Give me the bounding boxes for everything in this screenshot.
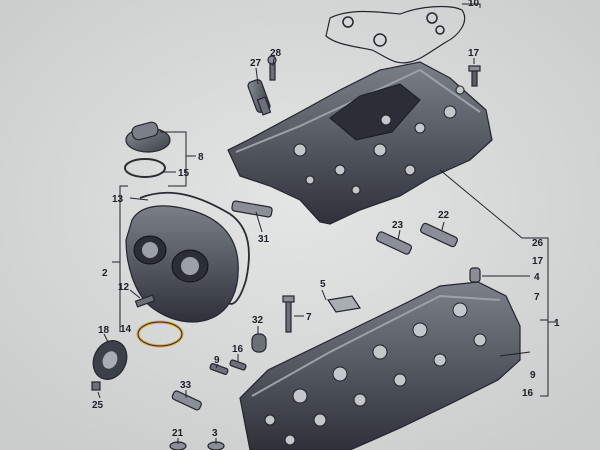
gasket-10 [325, 5, 466, 64]
label-5: 5 [320, 279, 326, 290]
bolt-12 [134, 294, 156, 308]
label-4: 4 [534, 272, 540, 283]
part-4 [469, 267, 481, 283]
part-32 [251, 333, 267, 353]
label-13: 13 [112, 194, 124, 205]
label-14: 14 [120, 324, 132, 335]
part-5 [326, 295, 362, 313]
cylinder-head [239, 281, 521, 450]
label-8: 8 [198, 152, 204, 163]
label-21: 21 [172, 428, 184, 439]
part-23 [375, 231, 413, 255]
part-16-upper [229, 359, 247, 371]
label-26: 26 [532, 238, 544, 249]
sensor-27 [247, 79, 272, 116]
part-18 [92, 340, 128, 380]
label-9-left: 9 [214, 355, 220, 366]
label-16-right: 16 [522, 388, 534, 399]
label-2: 2 [102, 268, 108, 279]
part-22 [420, 222, 458, 248]
label-10: 10 [468, 0, 480, 9]
label-7-right: 7 [534, 292, 540, 303]
label-16-left: 16 [232, 344, 244, 355]
label-22: 22 [438, 210, 450, 221]
label-28: 28 [270, 48, 282, 59]
label-7-mid: 7 [306, 312, 312, 323]
label-32: 32 [252, 315, 264, 326]
seal-ring-15 [124, 158, 166, 178]
bolt-7 [282, 295, 295, 333]
label-15: 15 [178, 168, 190, 179]
part-labels: 10 27 28 17 8 15 13 31 23 22 26 17 4 7 2… [92, 0, 560, 439]
label-17-right: 17 [532, 256, 544, 267]
label-18: 18 [98, 325, 110, 336]
camshaft-housing [227, 61, 493, 225]
gasket-13 [139, 191, 250, 305]
label-23: 23 [392, 220, 404, 231]
label-9-right: 9 [530, 370, 536, 381]
label-17-top: 17 [468, 48, 480, 59]
screw-25 [91, 381, 101, 391]
label-31: 31 [258, 234, 270, 245]
part-9-upper [209, 363, 229, 375]
label-12: 12 [118, 282, 130, 293]
screw-17-top [468, 65, 481, 87]
oil-filler-cap [125, 121, 171, 153]
label-27: 27 [250, 58, 262, 69]
label-3: 3 [212, 428, 218, 439]
label-25: 25 [92, 400, 104, 411]
part-31 [231, 200, 273, 218]
part-33 [171, 390, 202, 411]
timing-cover [125, 205, 239, 323]
label-33: 33 [180, 380, 192, 391]
label-1: 1 [554, 318, 560, 329]
